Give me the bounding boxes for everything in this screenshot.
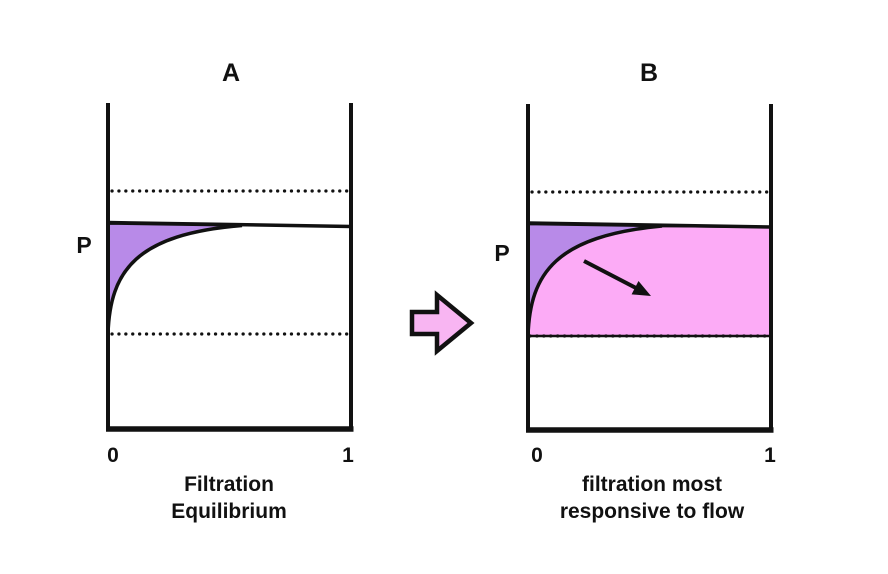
panel-a-plateau-line [107,220,352,229]
transition-arrow-icon [409,290,475,356]
panel-b-x-start-label: 0 [531,444,543,467]
panel-a-title: A [222,59,240,87]
panel-b-x-end-label: 1 [764,444,776,467]
panel-b-title: B [640,59,658,87]
panel-b-plateau-line [527,221,772,229]
panel-a-pressure-label: P [76,232,91,258]
panel-a-caption-line1: Filtration [184,473,274,496]
panel-a-x-start-label: 0 [107,444,119,467]
panel-b: B P 0 1 filtration most responsive to fl… [494,59,776,523]
panel-a: A P 0 1 Filtration Equilibrium [76,59,354,523]
panel-b-caption-line1: filtration most [582,473,722,496]
panel-b-caption-line2: responsive to flow [560,500,745,523]
panel-a-filtration-area [106,222,243,335]
panel-a-caption-line2: Equilibrium [171,500,287,523]
panel-a-x-end-label: 1 [342,444,354,467]
flow-arrow-icon [583,259,651,296]
panel-b-pressure-label: P [494,240,509,266]
